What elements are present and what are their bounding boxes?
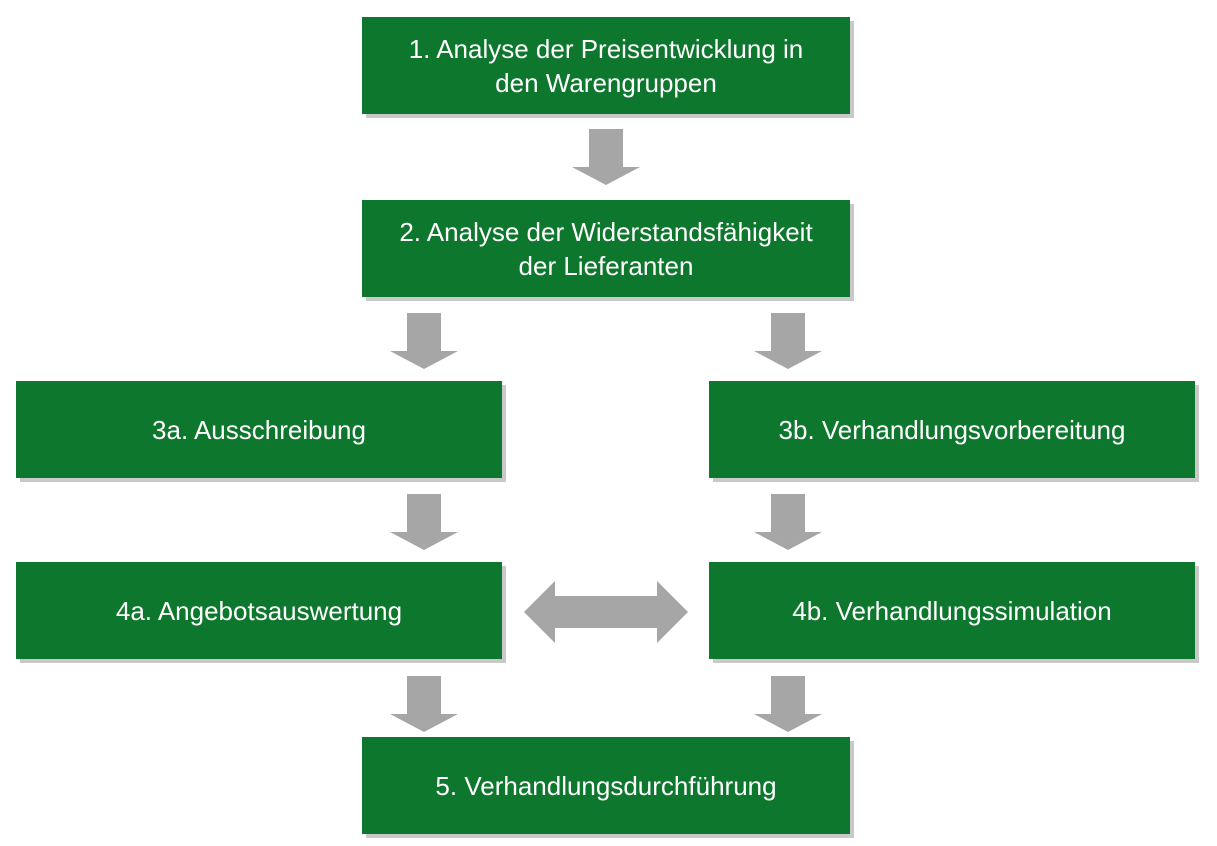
down-arrow-icon: [754, 494, 822, 550]
down-arrow-icon: [754, 676, 822, 732]
step-4b-box: 4b. Verhandlungssimulation: [709, 562, 1195, 659]
step-3a-box: 3a. Ausschreibung: [16, 381, 502, 478]
step-3a-label: 3a. Ausschreibung: [152, 414, 366, 445]
down-arrow-icon: [754, 313, 822, 369]
down-arrow-icon: [390, 676, 458, 732]
step-5-label: 5. Verhandlungsdurchführung: [435, 770, 777, 801]
step-3b-box: 3b. Verhandlungsvorbereitung: [709, 381, 1195, 478]
step-2-label: 2. Analyse der Widerstandsfähigkeit der …: [399, 216, 813, 281]
down-arrow-icon: [390, 494, 458, 550]
step-2-box: 2. Analyse der Widerstandsfähigkeit der …: [362, 200, 850, 297]
step-5-box: 5. Verhandlungsdurchführung: [362, 737, 850, 834]
down-arrow-icon: [390, 313, 458, 369]
step-1-label: 1. Analyse der Preisentwicklung in den W…: [408, 33, 804, 98]
step-4a-box: 4a. Angebotsauswertung: [16, 562, 502, 659]
step-4b-label: 4b. Verhandlungssimulation: [792, 595, 1112, 626]
step-3b-label: 3b. Verhandlungsvorbereitung: [778, 414, 1126, 445]
step-4a-label: 4a. Angebotsauswertung: [115, 595, 403, 626]
down-arrow-icon: [572, 129, 640, 185]
step-1-box: 1. Analyse der Preisentwicklung in den W…: [362, 17, 850, 114]
double-arrow-icon: [524, 581, 688, 643]
